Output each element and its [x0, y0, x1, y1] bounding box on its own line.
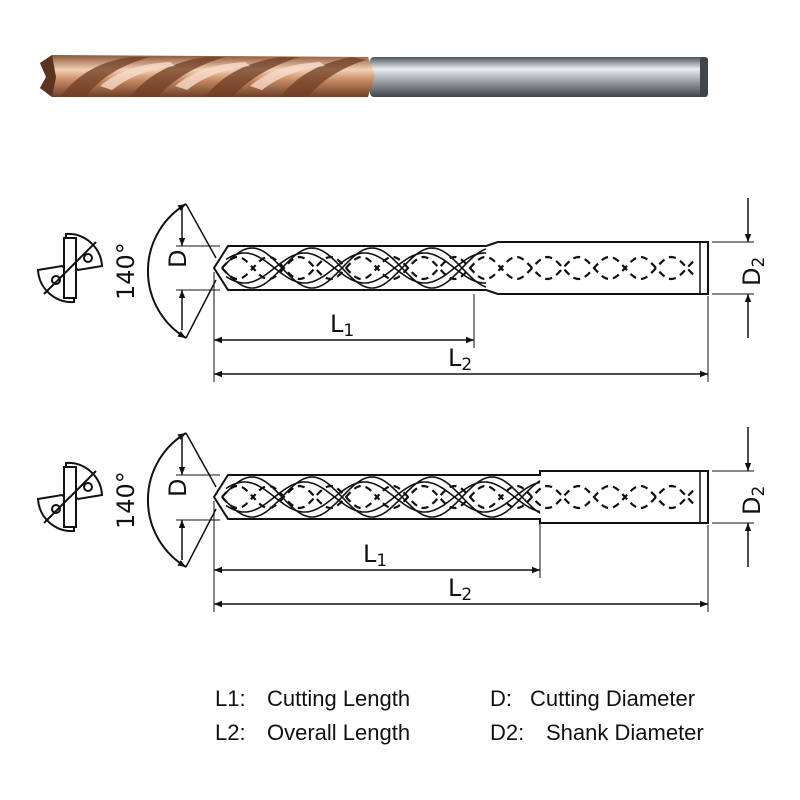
legend-d2-text: Shank Diameter	[546, 720, 704, 745]
drill-photo	[40, 55, 708, 97]
l2-label-sub: 2	[461, 355, 472, 375]
d2-label-sub: 2	[749, 257, 769, 268]
coolant-hole-2	[83, 253, 93, 263]
l1-label-main: L	[363, 540, 377, 568]
l2-label-sub: 2	[461, 585, 472, 605]
legend-l1-text: Cutting Length	[267, 686, 411, 711]
angle-arc	[146, 203, 187, 339]
angle-arc	[146, 432, 187, 568]
helix-3	[225, 481, 541, 513]
end-view-icon	[36, 461, 104, 533]
coolant-2	[221, 484, 697, 510]
coolant-1	[221, 255, 697, 281]
d2-label: D2	[738, 257, 769, 286]
helix-2	[221, 476, 541, 518]
coolant-hole-1	[51, 504, 61, 514]
legend-d-text: Cutting Diameter	[530, 686, 696, 711]
l2-label-main: L	[448, 574, 462, 602]
coolant-1	[221, 484, 697, 510]
legend-l1-key: L1:	[215, 686, 246, 711]
angle-label: 140°	[112, 242, 140, 300]
angle-leader-upper	[185, 432, 217, 488]
coolant-hole-2	[83, 482, 93, 492]
legend-l2-text: Overall Length	[267, 720, 411, 745]
l2-label: L2	[448, 574, 472, 605]
shank-end	[700, 57, 708, 97]
coolant-channels	[221, 484, 697, 510]
coolant-channels	[221, 255, 697, 281]
legend-l1: L1: Cutting Length	[215, 686, 410, 712]
coolant-hole-1	[51, 275, 61, 285]
helix-4	[225, 481, 541, 513]
end-view-cross	[43, 241, 97, 295]
l2-label: L2	[448, 344, 472, 375]
d-label: D	[164, 250, 192, 268]
l1-label-main: L	[330, 310, 344, 338]
end-view-cross	[43, 470, 97, 524]
helix-2	[221, 247, 487, 289]
l1-label-sub: 1	[343, 321, 354, 341]
flute-highlights	[100, 62, 325, 90]
legend-d2: D2: Shank Diameter	[490, 720, 704, 746]
legend-l2-key: L2:	[215, 720, 246, 745]
d2-label-main: D	[738, 268, 766, 286]
coolant-2	[221, 255, 697, 281]
helix-3	[225, 252, 486, 284]
helix-4	[225, 252, 486, 284]
l1-label: L1	[330, 310, 354, 341]
l1-label-sub: 1	[376, 551, 387, 571]
drill-tip	[40, 55, 56, 97]
l2-label-main: L	[448, 344, 462, 372]
angle-leader-lower	[185, 279, 217, 339]
flute-helix	[221, 247, 487, 289]
flute-helix	[221, 476, 541, 518]
helix-1	[221, 476, 541, 518]
legend-d: D: Cutting Diameter	[490, 686, 695, 712]
d2-label-main: D	[738, 497, 766, 515]
angle-leader-lower	[185, 508, 217, 568]
drill-shank	[370, 57, 708, 97]
angle-label: 140°	[112, 471, 140, 529]
d2-label-sub: 2	[749, 486, 769, 497]
d2-label: D2	[738, 486, 769, 515]
helix-1	[221, 247, 487, 289]
angle-leader-upper	[185, 203, 217, 259]
l1-label: L1	[363, 540, 387, 571]
legend-l2: L2: Overall Length	[215, 720, 410, 746]
legend-d-key: D:	[490, 686, 512, 711]
d-label: D	[164, 479, 192, 497]
flute-spirals	[60, 57, 366, 97]
end-view-icon	[36, 232, 104, 304]
legend-d2-key: D2:	[490, 720, 525, 745]
